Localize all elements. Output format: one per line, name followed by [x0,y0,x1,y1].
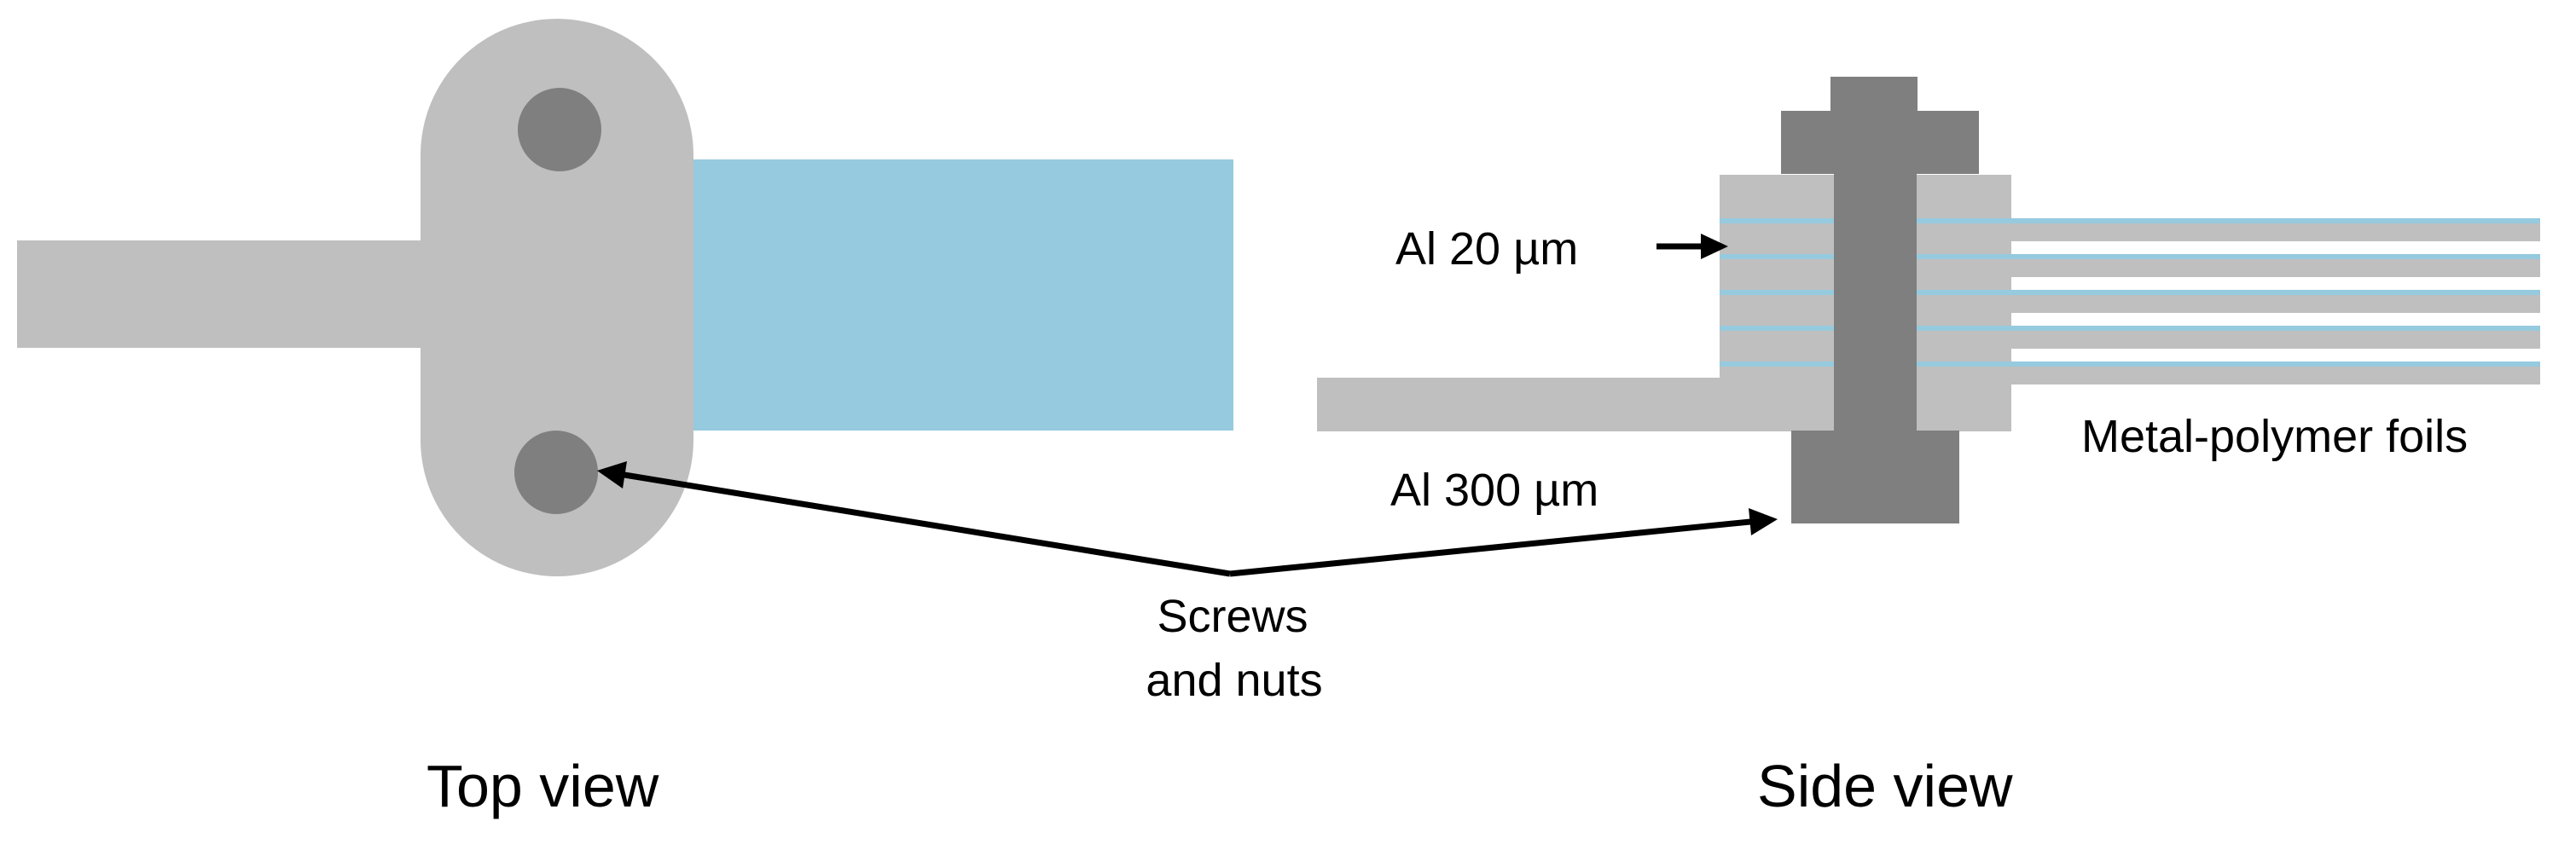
foil-3-polymer [2005,294,2540,313]
side-view [1317,77,2540,523]
side-view-aluminium-strip [1317,378,1723,431]
foil-5-metal [2005,361,2540,367]
foil-4-polymer [2005,330,2540,349]
foil-2-metal [2005,254,2540,259]
side-view-screw-cap [1830,77,1917,119]
side-view-foils [2005,218,2540,385]
side-view-nut [1791,431,1959,523]
top-view-aluminium-strip [17,240,440,348]
arrow-screws-top [624,471,1231,577]
arrowhead-screws-side [1749,508,1778,535]
label-screws: Screws [1157,591,1308,642]
label-and-nuts: and nuts [1146,655,1322,706]
top-view-screw-upper [518,88,601,171]
arrowhead-al-20 [1701,234,1728,259]
title-side-view: Side view [1757,753,2013,819]
foil-3-metal [2005,290,2540,295]
arrow-screws-side [1229,518,1751,577]
foil-4-metal [2005,326,2540,331]
side-view-screw-shaft [1834,166,1917,439]
top-view-screw-lower [514,431,598,514]
arrowhead-screws-top [597,461,627,489]
foil-1-polymer [2005,223,2540,241]
labels: Al 20 µm Al 300 µm Metal-polymer foils S… [426,223,2468,819]
foil-1-metal [2005,218,2540,223]
arrows [597,234,1778,577]
label-metal-polymer-foils: Metal-polymer foils [2081,411,2468,462]
label-al-20: Al 20 µm [1395,223,1578,275]
foil-5-polymer [2005,366,2540,385]
top-view-foil-stack [689,159,1233,431]
title-top-view: Top view [426,753,659,819]
top-view [17,19,1233,576]
foil-2-polymer [2005,258,2540,277]
side-view-screw-head [1781,111,1979,174]
label-al-300: Al 300 µm [1390,465,1598,516]
top-view-clamp-plate [421,19,693,576]
